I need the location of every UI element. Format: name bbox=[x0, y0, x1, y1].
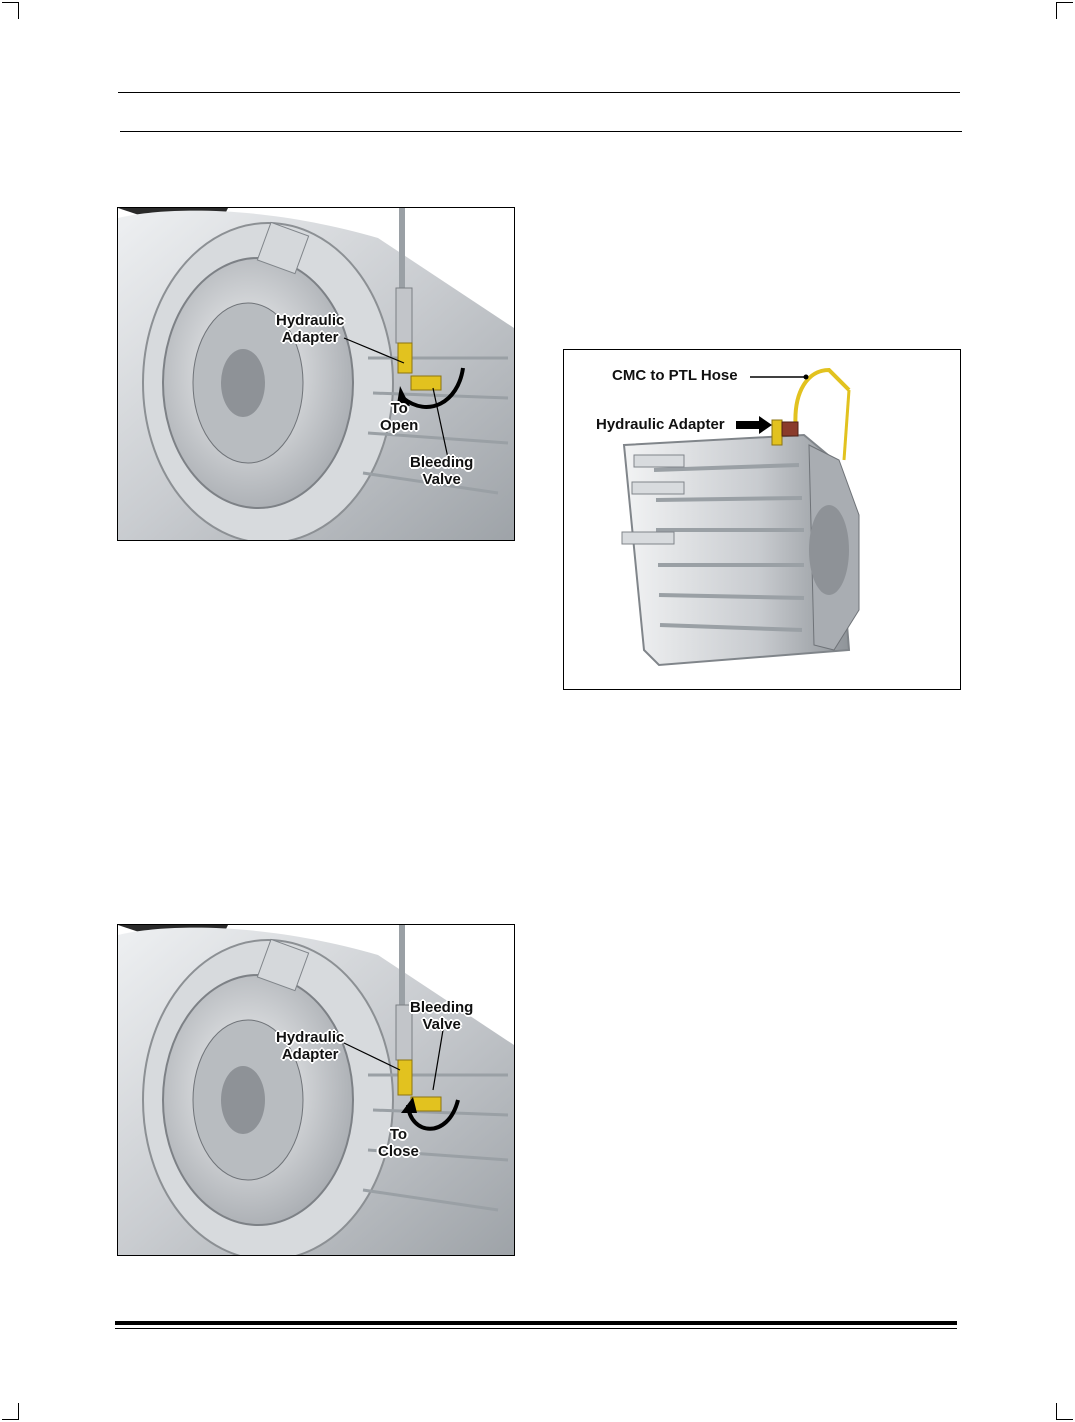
label-hydraulic-adapter: Hydraulic Adapter bbox=[596, 416, 725, 433]
rotation-arrow-icon bbox=[401, 1097, 417, 1113]
label-hydraulic-adapter: Hydraulic Adapter bbox=[276, 312, 345, 346]
figure-housing-hose: CMC to PTL Hose Hydraulic Adapter bbox=[563, 349, 961, 690]
footer-rule-thin bbox=[115, 1328, 957, 1329]
crop-mark-top-right bbox=[1056, 2, 1073, 19]
crop-mark-bottom-right bbox=[1056, 1403, 1073, 1420]
figure-bleeding-valve-open: Hydraulic Adapter To Open Bleeding Valve bbox=[117, 207, 515, 541]
clutch-housing-illustration bbox=[118, 925, 514, 1255]
header-rule-top bbox=[118, 92, 960, 93]
footer-rule-thick bbox=[115, 1321, 957, 1325]
label-to-open: To Open bbox=[380, 400, 419, 434]
label-cmc-hose: CMC to PTL Hose bbox=[612, 367, 738, 384]
crop-mark-bottom-left bbox=[2, 1403, 19, 1420]
figure-bleeding-valve-close: Bleeding Valve Hydraulic Adapter To Clos… bbox=[117, 924, 515, 1256]
clutch-housing-illustration bbox=[118, 208, 514, 540]
crop-mark-top-left bbox=[2, 2, 19, 19]
transmission-housing-illustration bbox=[564, 350, 960, 689]
rotation-arrow-icon bbox=[397, 386, 410, 406]
label-bleeding-valve: Bleeding Valve bbox=[410, 454, 474, 488]
pointer-arrow-icon bbox=[736, 416, 772, 434]
header-rule-bottom bbox=[120, 131, 962, 132]
label-to-close: To Close bbox=[378, 1126, 419, 1160]
label-hydraulic-adapter: Hydraulic Adapter bbox=[276, 1029, 345, 1063]
label-bleeding-valve: Bleeding Valve bbox=[410, 999, 474, 1033]
